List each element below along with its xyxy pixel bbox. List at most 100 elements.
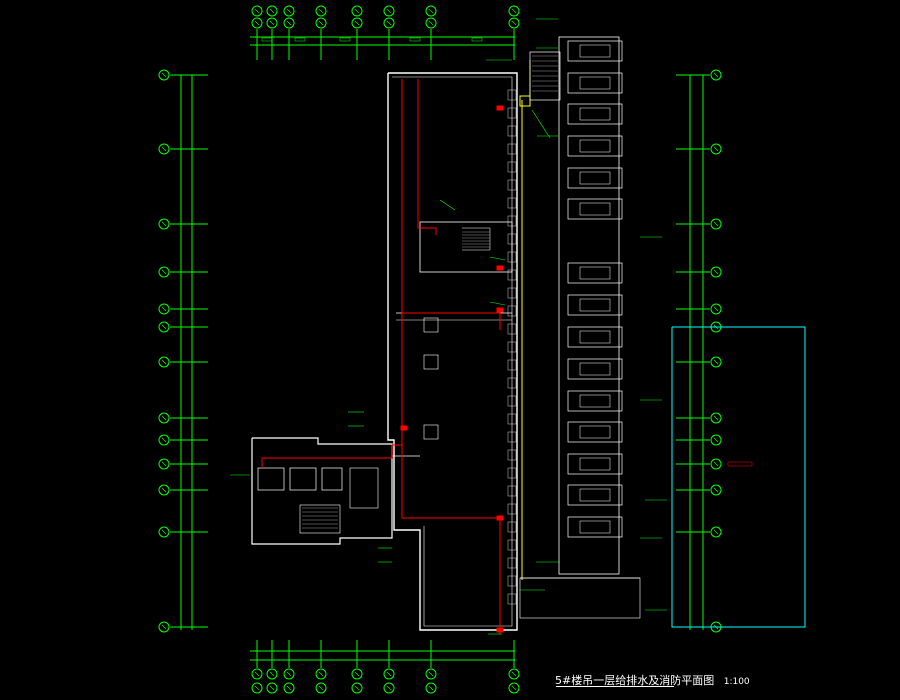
axis-bubble-icon bbox=[251, 668, 263, 680]
axis-bubble-mark bbox=[713, 269, 719, 275]
axis-bubble-mark bbox=[161, 72, 167, 78]
car-icon-window bbox=[579, 107, 611, 121]
axis-bubble-mark bbox=[161, 269, 167, 275]
window-mark bbox=[507, 341, 517, 353]
axis-bubble-icon bbox=[383, 668, 395, 680]
axis-bubble-mark bbox=[511, 8, 517, 14]
axis-bubble-icon bbox=[158, 484, 170, 496]
axis-bubble-mark bbox=[161, 415, 167, 421]
axis-bubble-mark bbox=[318, 20, 324, 26]
window-mark bbox=[507, 431, 517, 443]
car-icon-window bbox=[579, 330, 611, 344]
window-mark bbox=[507, 593, 517, 605]
axis-bubble-mark bbox=[713, 306, 719, 312]
window-mark bbox=[507, 143, 517, 155]
axis-bubble-mark bbox=[161, 324, 167, 330]
dimension-label-mark bbox=[471, 37, 483, 42]
axis-bubble-mark bbox=[386, 8, 392, 14]
axis-bubble-icon bbox=[508, 17, 520, 29]
axis-bubble-icon bbox=[158, 218, 170, 230]
window-mark bbox=[507, 467, 517, 479]
axis-bubble-mark bbox=[428, 671, 434, 677]
axis-bubble-mark bbox=[286, 20, 292, 26]
window-mark bbox=[507, 179, 517, 191]
axis-bubble-icon bbox=[710, 412, 722, 424]
axis-bubble-icon bbox=[710, 356, 722, 368]
annotation-leader bbox=[439, 199, 456, 211]
car-icon bbox=[567, 358, 623, 380]
axis-bubble-mark bbox=[269, 671, 275, 677]
car-icon-window bbox=[579, 488, 611, 502]
axis-bubble-icon bbox=[508, 668, 520, 680]
window-mark bbox=[507, 125, 517, 137]
window-mark bbox=[507, 215, 517, 227]
axis-bubble-mark bbox=[713, 529, 719, 535]
axis-bubble-icon bbox=[158, 356, 170, 368]
car-icon-window bbox=[579, 76, 611, 90]
car-icon bbox=[567, 72, 623, 94]
car-icon-window bbox=[579, 202, 611, 216]
axis-bubble-icon bbox=[710, 69, 722, 81]
axis-bubble-icon bbox=[158, 69, 170, 81]
axis-bubble-icon bbox=[710, 303, 722, 315]
axis-bubble-icon bbox=[710, 458, 722, 470]
core-walls bbox=[251, 437, 393, 545]
axis-bubble-mark bbox=[254, 685, 260, 691]
inner-wall-line bbox=[392, 76, 513, 627]
column bbox=[423, 424, 439, 440]
fire-valve-icon bbox=[496, 307, 504, 313]
axis-bubble-mark bbox=[713, 461, 719, 467]
car-icon bbox=[567, 103, 623, 125]
axis-bubble-mark bbox=[161, 529, 167, 535]
axis-bubble-icon bbox=[266, 682, 278, 694]
window-mark bbox=[507, 413, 517, 425]
outer-wall bbox=[387, 72, 518, 631]
dimension-label-mark bbox=[294, 37, 306, 42]
axis-bubble-icon bbox=[158, 303, 170, 315]
parking-note-mark bbox=[727, 461, 753, 467]
axis-bubble-mark bbox=[713, 415, 719, 421]
axis-bubble-icon bbox=[710, 143, 722, 155]
annotation-leader bbox=[531, 109, 551, 139]
fire-valve-icon bbox=[496, 265, 504, 271]
axis-bubble-mark bbox=[318, 8, 324, 14]
dimension-label-mark bbox=[261, 37, 273, 42]
axis-bubble-icon bbox=[266, 668, 278, 680]
car-icon bbox=[567, 326, 623, 348]
dimension-label-mark bbox=[409, 37, 421, 42]
fire-valve-icon bbox=[496, 627, 504, 633]
axis-bubble-mark bbox=[286, 8, 292, 14]
car-icon-window bbox=[579, 266, 611, 280]
window-mark bbox=[507, 269, 517, 281]
car-icon-window bbox=[579, 394, 611, 408]
axis-bubble-mark bbox=[354, 671, 360, 677]
axis-bubble-mark bbox=[161, 487, 167, 493]
axis-bubble-mark bbox=[161, 624, 167, 630]
elevator-icon bbox=[257, 467, 285, 491]
car-icon bbox=[567, 198, 623, 220]
window-mark bbox=[507, 287, 517, 299]
axis-bubble-icon bbox=[710, 484, 722, 496]
axis-bubble-mark bbox=[269, 8, 275, 14]
axis-bubble-icon bbox=[383, 17, 395, 29]
stair-icon bbox=[299, 504, 341, 534]
axis-bubble-icon bbox=[315, 5, 327, 17]
axis-bubble-mark bbox=[354, 685, 360, 691]
axis-bubble-mark bbox=[354, 20, 360, 26]
window-mark bbox=[507, 251, 517, 263]
car-icon-window bbox=[579, 457, 611, 471]
window-mark bbox=[507, 197, 517, 209]
axis-bubble-mark bbox=[511, 671, 517, 677]
axis-bubble-icon bbox=[266, 5, 278, 17]
fire-pipe-branch bbox=[417, 79, 437, 235]
axis-bubble-icon bbox=[251, 5, 263, 17]
axis-bubble-icon bbox=[158, 321, 170, 333]
axis-bubble-icon bbox=[351, 682, 363, 694]
axis-bubble-icon bbox=[251, 682, 263, 694]
room bbox=[349, 467, 379, 509]
car-icon-window bbox=[579, 520, 611, 534]
car-icon bbox=[567, 262, 623, 284]
axis-bubble-icon bbox=[425, 5, 437, 17]
axis-bubble-icon bbox=[710, 434, 722, 446]
axis-bubble-mark bbox=[386, 685, 392, 691]
